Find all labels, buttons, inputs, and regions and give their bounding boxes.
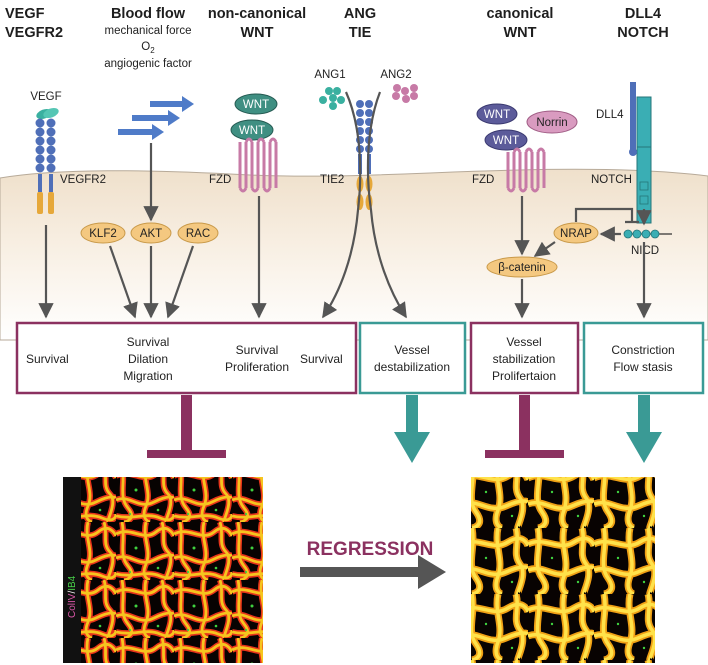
constriction-box: [582, 321, 705, 395]
svg-text:angiogenic factor: angiogenic factor: [104, 58, 192, 70]
nrap-pill: NRAP: [553, 222, 599, 244]
regression-arrow: [300, 555, 446, 589]
ang1-label: ANG1: [314, 69, 345, 81]
svg-text:WNT: WNT: [503, 25, 536, 41]
survival-box: [15, 321, 358, 395]
fzd-noncanonical-receptor: [238, 137, 278, 193]
svg-text:NOTCH: NOTCH: [617, 25, 669, 41]
svg-text:WNT: WNT: [240, 25, 273, 41]
svg-text:Vessel: Vessel: [506, 335, 541, 349]
svg-text:Proliferation: Proliferation: [225, 360, 289, 374]
svg-text:O2: O2: [141, 41, 155, 55]
svg-text:WNT: WNT: [493, 135, 519, 147]
svg-text:AKT: AKT: [140, 228, 162, 240]
svg-text:NRAP: NRAP: [560, 228, 592, 240]
regression-label: REGRESSION: [307, 539, 434, 560]
stain-label: ColIV/IB4: [67, 575, 78, 618]
destabilization-box: [358, 321, 467, 395]
inhibit-bar-left: [147, 395, 226, 458]
outcome-vessel-destabilization: Vessel destabilization: [374, 343, 450, 374]
outcome-survival-dilation-migration: Survival Dilation Migration: [123, 335, 172, 383]
wnt-canonical-ligands: WNT WNT: [476, 103, 528, 151]
vegf-label: VEGF: [30, 91, 61, 103]
svg-text:WNT: WNT: [484, 109, 510, 121]
cell-body: [0, 168, 708, 341]
stabilization-box: [469, 321, 580, 395]
svg-text:Prolifertaion: Prolifertaion: [492, 369, 556, 383]
outcome-survival-4: Survival: [300, 352, 343, 366]
svg-text:canonical: canonical: [487, 6, 554, 22]
ang2-ligand: [392, 84, 418, 103]
wnt-noncanonical-ligands: WNT WNT: [230, 93, 278, 141]
svg-text:VEGF: VEGF: [5, 6, 45, 22]
ang1-ligand: [319, 87, 345, 110]
header-noncanonical-wnt: non-canonical WNT: [208, 6, 306, 41]
micrograph-before: [81, 477, 263, 663]
svg-text:VEGFR2: VEGFR2: [5, 25, 63, 41]
tie2-label: TIE2: [320, 174, 344, 186]
vegfr2-receptor: [35, 118, 56, 214]
nicd-fragments: [623, 229, 672, 239]
header-ang-tie: ANG TIE: [344, 6, 376, 41]
svg-text:RAC: RAC: [186, 228, 210, 240]
norrin-ligand: Norrin: [526, 110, 578, 134]
svg-text:Flow stasis: Flow stasis: [613, 360, 672, 374]
outcome-constriction-flow-stasis: Constriction Flow stasis: [611, 343, 674, 374]
header-vegf: VEGF VEGFR2: [5, 6, 63, 41]
vegf-ligand: [36, 107, 59, 120]
svg-text:Constriction: Constriction: [611, 343, 674, 357]
dll4-notch-receptor: [629, 82, 652, 224]
header-canonical-wnt: canonical WNT: [487, 6, 554, 41]
fzd-noncanonical-label: FZD: [209, 174, 231, 186]
outcome-survival-proliferation: Survival Proliferation: [225, 343, 289, 374]
svg-text:Blood flow: Blood flow: [111, 6, 186, 22]
svg-text:KLF2: KLF2: [89, 228, 117, 240]
svg-text:mechanical force: mechanical force: [105, 25, 192, 37]
stain-label-bar: [63, 477, 81, 663]
outcome-survival-1: Survival: [26, 352, 69, 366]
svg-text:stabilization: stabilization: [493, 352, 556, 366]
signal-arrows: [38, 91, 652, 319]
inhibit-bar-right: [485, 395, 564, 458]
dll4-label: DLL4: [596, 109, 624, 121]
fzd-canonical-receptor: [506, 147, 546, 193]
svg-text:β-catenin: β-catenin: [498, 262, 546, 274]
svg-text:Survival: Survival: [236, 343, 279, 357]
svg-text:Migration: Migration: [123, 369, 172, 383]
vegfr2-label: VEGFR2: [60, 174, 106, 186]
svg-text:Vessel: Vessel: [394, 343, 429, 357]
blood-flow-arrows: [118, 96, 194, 140]
svg-text:ANG: ANG: [344, 6, 376, 22]
ang2-label: ANG2: [380, 69, 411, 81]
svg-text:Dilation: Dilation: [128, 352, 168, 366]
svg-text:Norrin: Norrin: [536, 117, 567, 129]
svg-text:Survival: Survival: [127, 335, 170, 349]
fzd-canonical-label: FZD: [472, 174, 494, 186]
akt-pill: AKT: [130, 222, 172, 244]
beta-catenin-pill: β-catenin: [486, 256, 558, 278]
svg-text:destabilization: destabilization: [374, 360, 450, 374]
svg-text:DLL4: DLL4: [625, 6, 661, 22]
promote-arrow-right: [626, 395, 662, 463]
header-dll4-notch: DLL4 NOTCH: [617, 6, 669, 41]
svg-text:non-canonical: non-canonical: [208, 6, 306, 22]
outcome-vessel-stabilization: Vessel stabilization Prolifertaion: [492, 335, 556, 383]
notch-label: NOTCH: [591, 174, 632, 186]
svg-text:WNT: WNT: [243, 99, 269, 111]
svg-text:TIE: TIE: [349, 25, 372, 41]
promote-arrow-center: [394, 395, 430, 463]
header-blood-flow: Blood flow mechanical force O2 angiogeni…: [104, 6, 192, 70]
micrograph-after: [471, 477, 655, 663]
klf2-pill: KLF2: [80, 222, 126, 244]
svg-text:WNT: WNT: [239, 125, 265, 137]
rac-pill: RAC: [177, 222, 219, 244]
